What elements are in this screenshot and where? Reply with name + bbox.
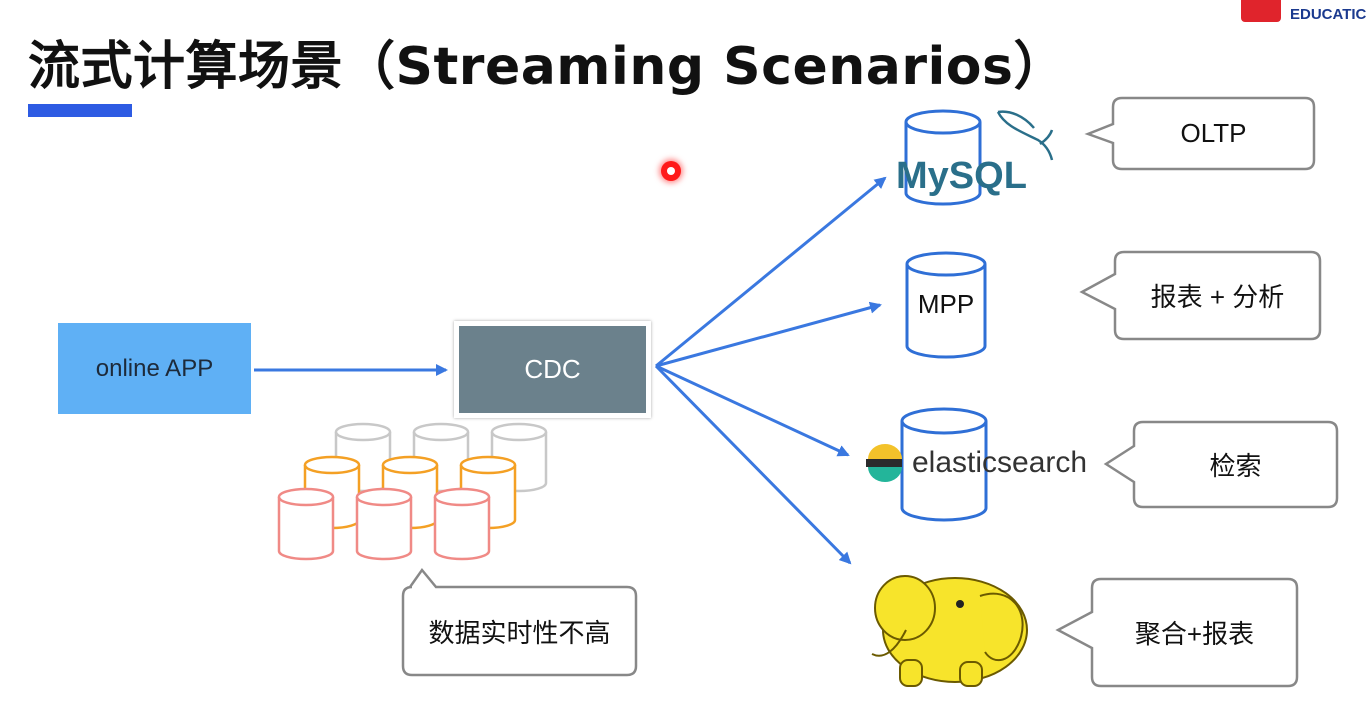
page-title: 流式计算场景（Streaming Scenarios） — [28, 37, 1066, 97]
callout-report-analysis-text: 报表 + 分析 — [1150, 282, 1285, 312]
callout-report-analysis — [1079, 250, 1322, 341]
source-label: online APP — [95, 354, 214, 382]
mpp-label: MPP — [918, 289, 974, 319]
elasticsearch-database-icon — [900, 407, 988, 522]
brand-logo-icon — [1241, 0, 1281, 22]
callout-oltp — [1084, 96, 1316, 171]
elasticsearch-logo-icon — [866, 444, 902, 482]
mysql-wordmark: MySQL — [896, 155, 1027, 197]
mysql-database-icon — [904, 109, 982, 206]
batch-note-text: 数据实时性不高 — [428, 617, 611, 648]
mpp-database-icon — [905, 251, 987, 359]
callout-aggregate-report — [1055, 577, 1299, 688]
arrow-cdc-to-elasticsearch — [655, 364, 850, 457]
mysql-dolphin-icon — [996, 110, 1054, 161]
hadoop-elephant-icon — [871, 575, 1028, 687]
laser-pointer-icon — [661, 161, 681, 181]
callout-oltp-text: OLTP — [1180, 118, 1247, 148]
arrow-cdc-to-mpp — [655, 301, 882, 368]
elasticsearch-wordmark: elasticsearch — [912, 446, 1088, 479]
arrow-cdc-to-mysql — [655, 176, 887, 368]
brand-text: EDUCATIC — [1290, 6, 1367, 23]
cdc-hub: CDC — [454, 321, 651, 418]
batch-database-cluster — [277, 422, 548, 561]
source-online-app: online APP — [58, 323, 251, 414]
callout-search-text: 检索 — [1209, 451, 1262, 481]
callout-batch-note — [401, 567, 638, 677]
title-underline — [28, 104, 132, 117]
callout-search — [1103, 420, 1339, 509]
arrow-cdc-to-hadoop — [654, 364, 852, 565]
cdc-label: CDC — [524, 354, 581, 384]
callout-aggregate-report-text: 聚合+报表 — [1134, 619, 1255, 649]
